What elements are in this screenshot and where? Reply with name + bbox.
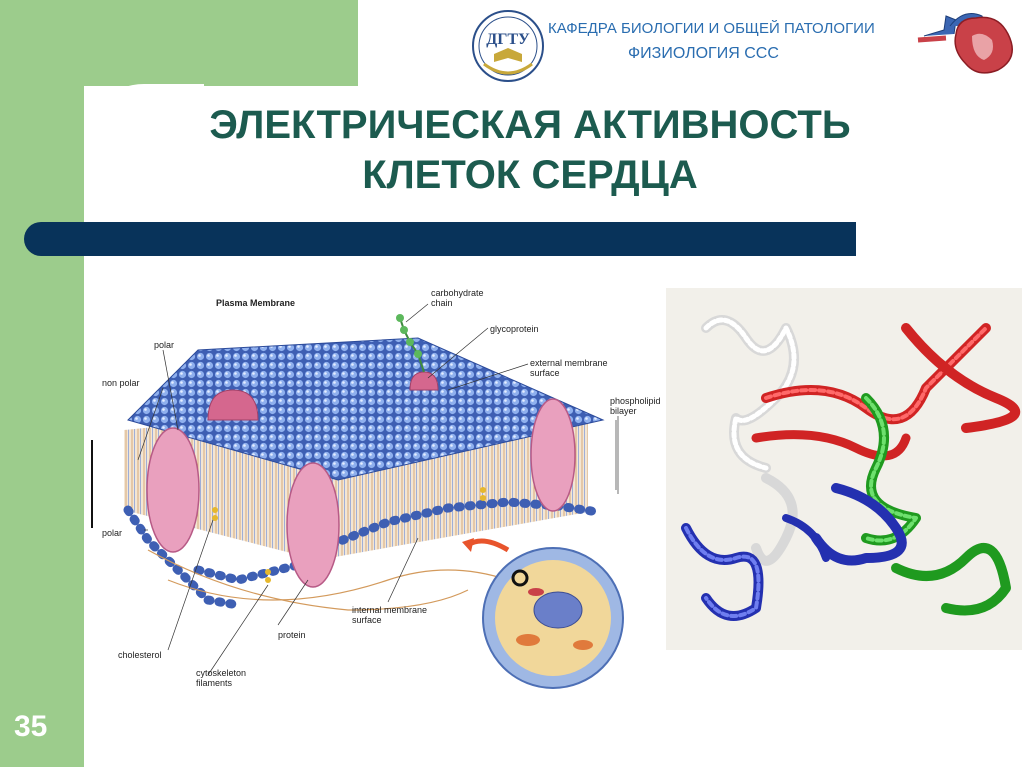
page-number: 35 <box>14 710 48 743</box>
label-carbohydrate-chain-2: chain <box>431 298 453 308</box>
university-logo: ДГТУ <box>472 10 544 82</box>
label-external-surface-1: external membrane <box>530 358 608 368</box>
label-non-polar: non polar <box>102 378 140 388</box>
title-divider-bar <box>24 222 856 256</box>
figure-title: Plasma Membrane <box>216 298 295 308</box>
label-glycoprotein: glycoprotein <box>490 324 539 334</box>
title-line-2: КЛЕТОК СЕРДЦА <box>362 153 698 197</box>
label-phospholipid-1: phospholipid <box>610 396 661 406</box>
label-external-surface-2: surface <box>530 368 560 378</box>
green-left-panel <box>0 0 84 767</box>
label-carbohydrate-chain-1: carbohydrate <box>431 288 484 298</box>
logo-text: ДГТУ <box>486 31 530 48</box>
label-phospholipid-2: bilayer <box>610 406 637 416</box>
protein-structure-image <box>666 288 1022 650</box>
slide-title: ЭЛЕКТРИЧЕСКАЯ АКТИВНОСТЬ КЛЕТОК СЕРДЦА <box>150 100 910 200</box>
label-cholesterol: cholesterol <box>118 650 162 660</box>
label-cytoskeleton-1: cytoskeleton <box>196 668 246 678</box>
department-name: КАФЕДРА БИОЛОГИИ И ОБЩЕЙ ПАТОЛОГИИ <box>548 20 875 37</box>
label-internal-surface-1: internal membrane <box>352 605 427 615</box>
white-corner-curve <box>84 84 204 204</box>
label-internal-surface-2: surface <box>352 615 382 625</box>
label-polar-bottom: polar <box>102 528 122 538</box>
title-line-1: ЭЛЕКТРИЧЕСКАЯ АКТИВНОСТЬ <box>209 103 851 147</box>
plasma-membrane-illustration: Plasma Membrane carbohydrate chain glyco… <box>91 288 661 689</box>
label-cytoskeleton-2: filaments <box>196 678 233 688</box>
course-name: ФИЗИОЛОГИЯ ССС <box>628 45 779 62</box>
label-protein: protein <box>278 630 306 640</box>
label-polar-top: polar <box>154 340 174 350</box>
heart-icon <box>917 13 1013 74</box>
